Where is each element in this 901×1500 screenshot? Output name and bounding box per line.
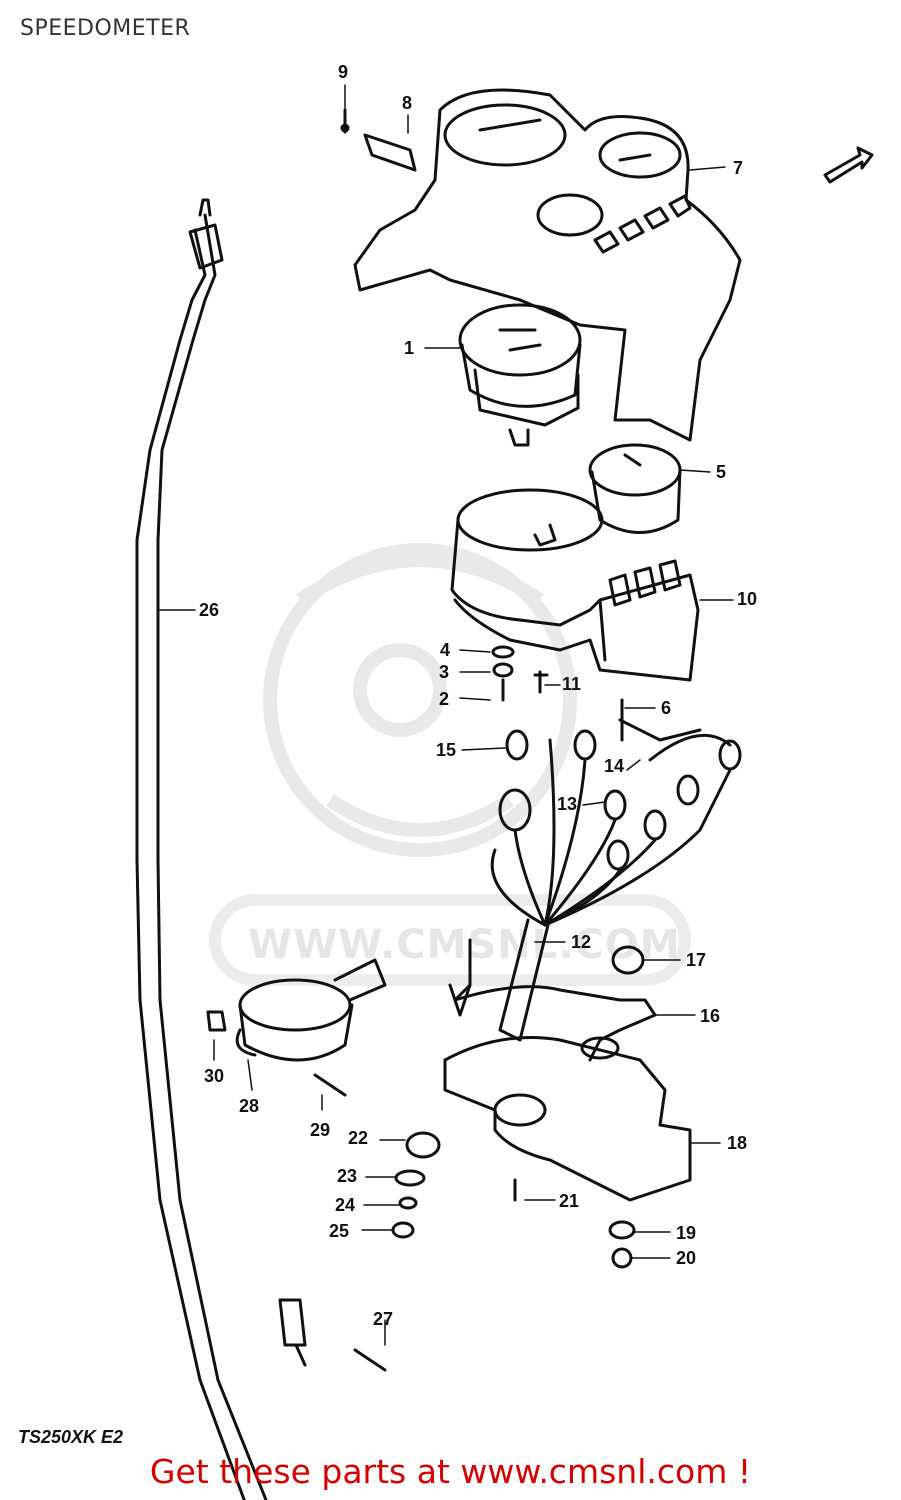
callout-5: 5 bbox=[716, 462, 727, 482]
speedometer-cable-part bbox=[135, 198, 307, 1500]
nut-part bbox=[206, 1010, 227, 1032]
callout-26: 26 bbox=[199, 600, 220, 620]
callout-24: 24 bbox=[335, 1195, 356, 1215]
speedometer-unit-part bbox=[588, 443, 682, 534]
callout-29: 29 bbox=[310, 1120, 331, 1140]
model-code: TS250XK E2 bbox=[18, 1427, 124, 1447]
callout-22: 22 bbox=[348, 1128, 369, 1148]
watermark-text: WWW.CMSNL.COM bbox=[248, 922, 681, 968]
callout-8: 8 bbox=[402, 93, 413, 113]
nut-part bbox=[611, 1247, 633, 1269]
lower-cover-part bbox=[443, 1036, 692, 1202]
washer-part bbox=[398, 1196, 418, 1210]
callout-3: 3 bbox=[439, 662, 450, 682]
washer-part bbox=[491, 645, 515, 659]
callout-7: 7 bbox=[733, 158, 744, 178]
callout-18: 18 bbox=[727, 1133, 748, 1153]
grommet-part bbox=[492, 662, 514, 678]
washer-part bbox=[608, 1220, 636, 1240]
bulb-part bbox=[363, 133, 417, 172]
callout-6: 6 bbox=[661, 698, 672, 718]
callout-14: 14 bbox=[604, 756, 625, 776]
callout-9: 9 bbox=[338, 62, 349, 82]
meter-case-part bbox=[450, 488, 700, 682]
callout-13: 13 bbox=[557, 794, 578, 814]
callout-21: 21 bbox=[559, 1191, 580, 1211]
callout-2: 2 bbox=[439, 689, 450, 709]
page-title: SPEEDOMETER bbox=[20, 16, 191, 41]
washer-part bbox=[394, 1169, 426, 1187]
meter-clamp-part bbox=[235, 958, 387, 1062]
callout-19: 19 bbox=[676, 1223, 697, 1243]
bracket-part bbox=[448, 938, 657, 1062]
front-arrow-icon bbox=[823, 146, 874, 184]
callout-16: 16 bbox=[700, 1006, 721, 1026]
meter-cover-part bbox=[353, 88, 742, 442]
callout-30: 30 bbox=[204, 1066, 225, 1086]
callout-25: 25 bbox=[329, 1221, 350, 1241]
cta-link[interactable]: Get these parts at www.cmsnl.com ! bbox=[149, 1452, 752, 1491]
tachometer-unit-part bbox=[458, 303, 582, 447]
callout-17: 17 bbox=[686, 950, 707, 970]
callout-28: 28 bbox=[239, 1096, 260, 1116]
callout-20: 20 bbox=[676, 1248, 697, 1268]
cushion-part bbox=[611, 945, 645, 975]
callout-27: 27 bbox=[373, 1309, 394, 1329]
callout-10: 10 bbox=[737, 589, 758, 609]
callout-12: 12 bbox=[571, 932, 592, 952]
bolt-part bbox=[313, 1073, 347, 1097]
bolt-part bbox=[353, 1348, 387, 1372]
callout-4: 4 bbox=[440, 640, 451, 660]
nut-part bbox=[391, 1221, 415, 1239]
callout-23: 23 bbox=[337, 1166, 358, 1186]
callout-11: 11 bbox=[562, 674, 582, 694]
wiring-harness-part bbox=[490, 718, 742, 1042]
callout-1: 1 bbox=[404, 338, 415, 358]
callout-15: 15 bbox=[436, 740, 457, 760]
damper-part bbox=[405, 1131, 441, 1159]
